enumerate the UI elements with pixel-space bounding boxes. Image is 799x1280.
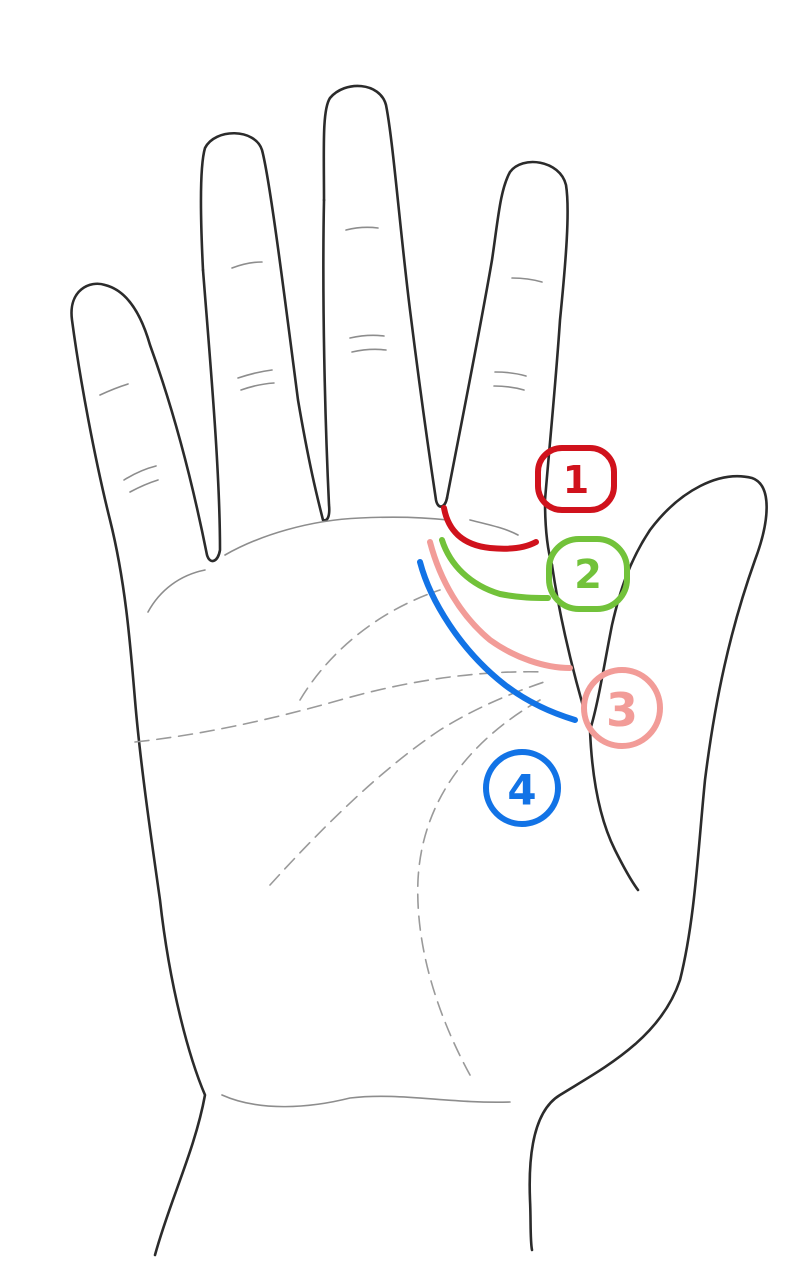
life-line	[416, 699, 541, 1076]
palm-creases	[147, 516, 519, 1108]
index-crease	[493, 385, 525, 391]
marker-line-1	[441, 505, 539, 552]
pinky-crease	[129, 479, 159, 493]
marker-1-circle	[535, 445, 617, 513]
wrist-crease	[221, 1094, 511, 1108]
marker-3-circle	[581, 667, 663, 749]
ring-crease	[231, 261, 263, 269]
fate-line	[299, 589, 441, 701]
marker-line-4	[417, 559, 578, 723]
marker-line-2	[439, 537, 551, 601]
middle-crease	[349, 334, 385, 339]
marker-3-label: 3	[606, 683, 638, 737]
index-crease	[511, 277, 543, 283]
marker-4-circle	[483, 749, 561, 827]
marker-line-3	[427, 539, 573, 671]
middle-finger-outline	[322, 84, 449, 508]
marker-1: 1	[535, 445, 617, 513]
pinky-crease	[99, 383, 129, 396]
ring-crease	[237, 369, 273, 379]
middle-crease	[345, 226, 379, 231]
pinky-crease	[123, 465, 157, 481]
index-finger-outline	[445, 160, 569, 567]
colored-marker-lines	[417, 505, 578, 723]
head-line	[134, 670, 546, 743]
thumb-outline	[528, 474, 768, 1252]
index-crease	[494, 371, 527, 377]
ring-crease	[240, 382, 275, 391]
thumb-inner-fold	[588, 728, 640, 892]
finger-base-crease	[469, 519, 519, 536]
hand-outline	[70, 84, 768, 1257]
number-markers: 1 2 3 4	[483, 445, 663, 827]
marker-4-label: 4	[507, 766, 536, 815]
middle-crease	[351, 348, 387, 353]
finger-base-crease	[147, 569, 206, 613]
marker-2-label: 2	[574, 552, 602, 598]
marker-4: 4	[483, 749, 561, 827]
ring-finger-outline	[199, 131, 331, 522]
finger-creases	[99, 226, 543, 493]
dashed-palm-lines	[134, 589, 551, 1076]
marker-2-circle	[546, 536, 630, 612]
finger-base-crease	[224, 516, 449, 556]
marker-1-label: 1	[563, 458, 589, 502]
marker-2: 2	[546, 536, 630, 612]
marker-3: 3	[581, 667, 663, 749]
pinky-finger-outline	[70, 268, 222, 1257]
